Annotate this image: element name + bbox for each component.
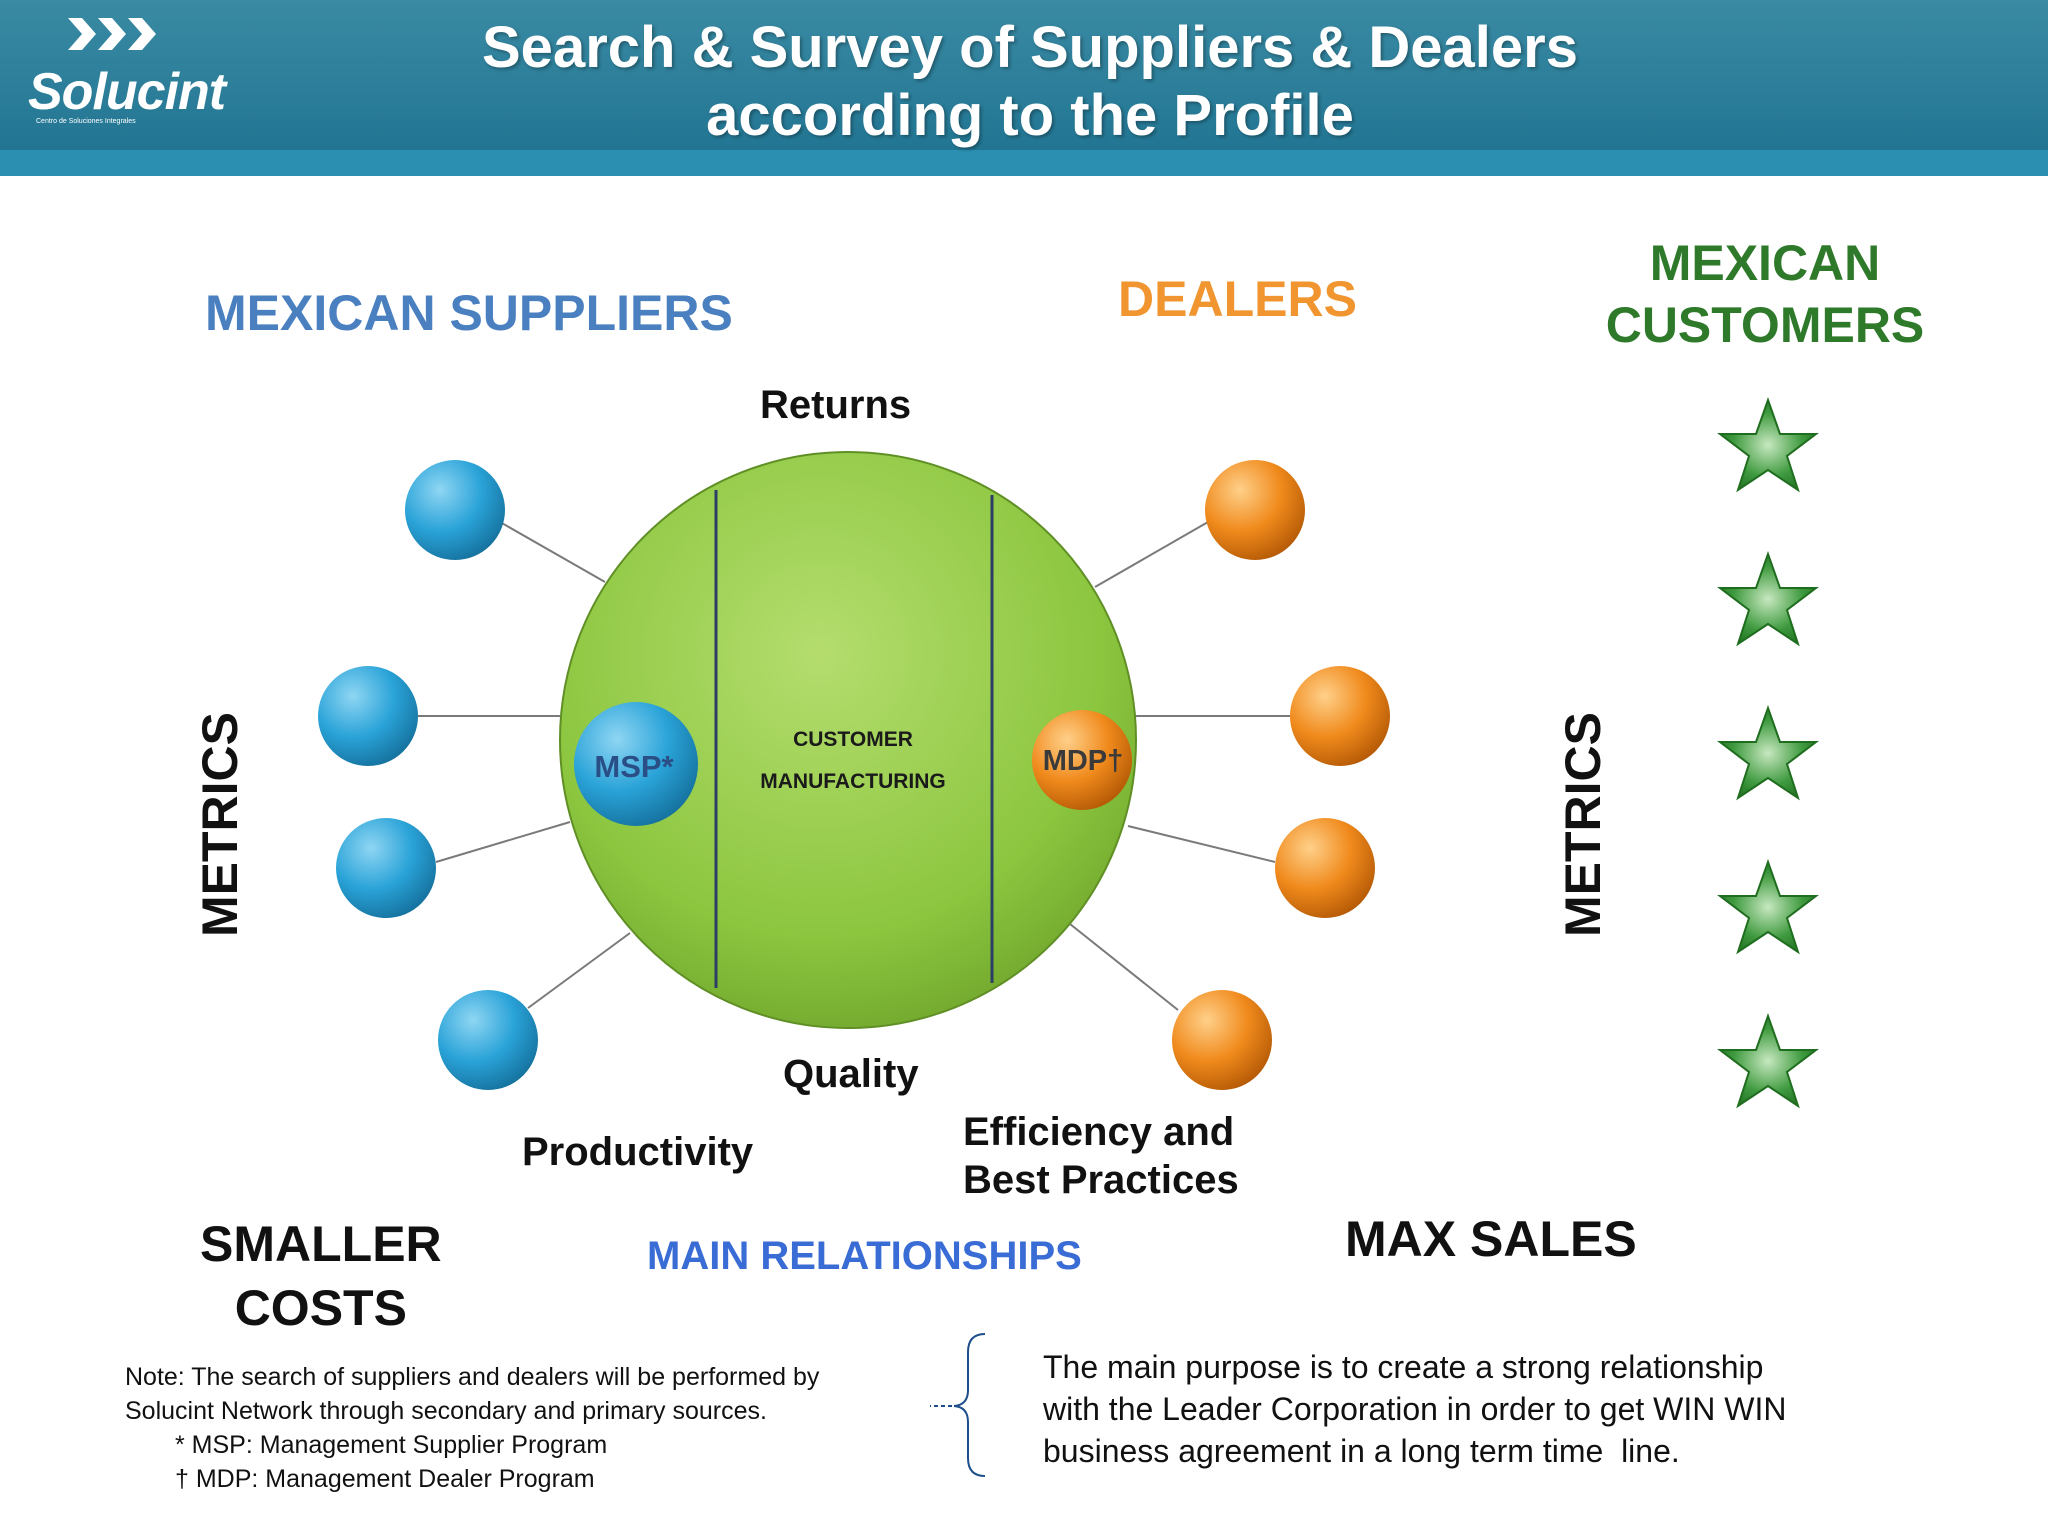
- purpose-line-3: business agreement in a long term time l…: [1043, 1433, 1680, 1469]
- efficiency-label: Efficiency and Best Practices: [963, 1108, 1239, 1204]
- brace: [953, 1333, 986, 1477]
- connector-line: [499, 521, 606, 583]
- connector-line: [1094, 521, 1209, 588]
- msp-label: MSP*: [594, 749, 674, 784]
- productivity-label: Productivity: [522, 1130, 754, 1174]
- efficiency-label-line-2: Best Practices: [963, 1158, 1239, 1202]
- star-icon: [1717, 396, 1819, 493]
- customer-stars: [1717, 396, 1819, 1109]
- center-label-line-2: MANUFACTURING: [760, 770, 945, 793]
- purpose-line-2: with the Leader Corporation in order to …: [1043, 1391, 1787, 1427]
- logo: Solucint Centro de Soluciones Integrales: [28, 14, 228, 134]
- smaller-costs-line-1: SMALLER: [200, 1216, 442, 1272]
- header-bar: [0, 0, 2048, 176]
- smaller-costs-label: SMALLER COSTS: [200, 1212, 442, 1340]
- star-icon: [1717, 1012, 1819, 1109]
- star-icon: [1717, 550, 1819, 647]
- returns-label: Returns: [760, 383, 912, 427]
- triple-chevron-icon: [68, 18, 156, 50]
- dealer-node: [1275, 818, 1375, 918]
- smaller-costs-line-2: COSTS: [234, 1280, 407, 1336]
- msp-node: [574, 702, 698, 826]
- page-title: Search & Survey of Suppliers & Dealers a…: [330, 14, 1730, 150]
- customers-heading-line-1: MEXICAN: [1649, 235, 1881, 291]
- note-line-1: Note: The search of suppliers and dealer…: [125, 1363, 820, 1391]
- dealer-node: [1172, 990, 1272, 1090]
- quality-label: Quality: [783, 1052, 919, 1096]
- title-line-2: according to the Profile: [706, 83, 1354, 148]
- main-relationships-label: MAIN RELATIONSHIPS: [647, 1234, 1082, 1278]
- mdp-label: MDP†: [1043, 745, 1124, 777]
- customers-heading-line-2: CUSTOMERS: [1605, 297, 1925, 353]
- star-icon: [1717, 858, 1819, 955]
- dealers-heading: DEALERS: [1118, 271, 1357, 327]
- suppliers-heading: MEXICAN SUPPLIERS: [205, 285, 733, 341]
- metrics-right: METRICS: [1555, 712, 1611, 937]
- center-label-line-1: CUSTOMER: [793, 728, 913, 751]
- mdp-node: [1032, 710, 1132, 810]
- note-mdp-footnote: † MDP: Management Dealer Program: [175, 1465, 595, 1493]
- connector-line: [527, 932, 631, 1009]
- connector-line: [1069, 923, 1179, 1011]
- supplier-node: [336, 818, 436, 918]
- supplier-node: [405, 460, 505, 560]
- dealer-node: [1290, 666, 1390, 766]
- metrics-left: METRICS: [192, 712, 248, 937]
- star-icon: [1717, 704, 1819, 801]
- connector-line: [1127, 825, 1276, 863]
- max-sales-label: MAX SALES: [1345, 1211, 1637, 1267]
- note-msp-footnote: * MSP: Management Supplier Program: [175, 1431, 608, 1459]
- logo-name: Solucint: [28, 63, 226, 121]
- purpose-line-1: The main purpose is to create a strong r…: [1043, 1349, 1764, 1385]
- logo-tagline: Centro de Soluciones Integrales: [36, 118, 136, 125]
- header-strip: [0, 150, 2048, 176]
- supplier-node: [438, 990, 538, 1090]
- supplier-node: [318, 666, 418, 766]
- title-line-1: Search & Survey of Suppliers & Dealers: [482, 15, 1578, 80]
- note-block: Note: The search of suppliers and dealer…: [125, 1360, 985, 1496]
- connector-line: [435, 821, 571, 863]
- efficiency-label-line-1: Efficiency and: [963, 1110, 1235, 1154]
- customers-heading: MEXICAN CUSTOMERS: [1590, 232, 1940, 356]
- purpose-block: The main purpose is to create a strong r…: [1043, 1346, 1943, 1472]
- dealer-node: [1205, 460, 1305, 560]
- note-line-2: Solucint Network through secondary and p…: [125, 1397, 767, 1425]
